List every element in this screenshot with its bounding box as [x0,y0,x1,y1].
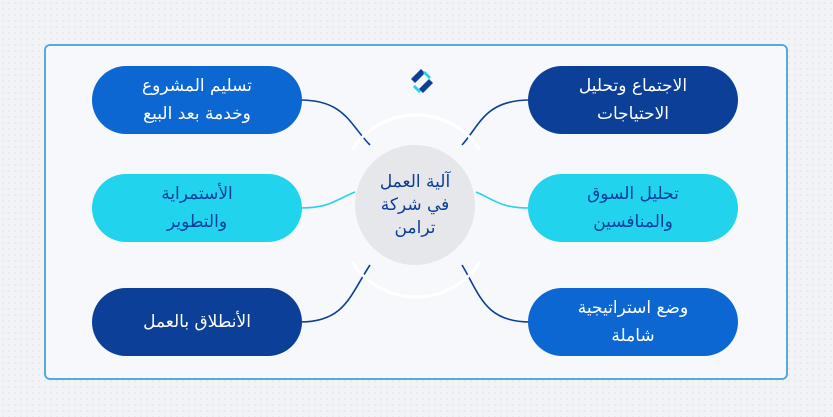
step-market-analysis: تحليل السوق والمنافسين [528,174,738,242]
step-continuity: الأستمراية والتطوير [92,174,302,242]
step-label: الأستمراية والتطوير [161,184,233,232]
step-label: الاجتماع وتحليل الاحتياجات [578,76,688,124]
step-label: الأنطلاق بالعمل [143,312,251,332]
step-launch: الأنطلاق بالعمل [92,288,302,356]
center-node: آلية العمل في شركة ترامن [355,145,475,265]
connector-right-2 [475,191,531,209]
step-label: تحليل السوق والمنافسين [587,184,679,232]
step-label: وضع استراتيجية شاملة [577,298,689,346]
step-strategy: وضع استراتيجية شاملة [528,288,738,356]
connector-left-3 [299,264,371,323]
step-label: تسليم المشروع وخدمة بعد البيع [141,76,252,124]
step-needs-analysis: الاجتماع وتحليل الاحتياجات [528,66,738,134]
connector-left-2 [299,191,356,209]
connector-right-3 [461,264,531,323]
step-delivery: تسليم المشروع وخدمة بعد البيع [92,66,302,134]
connector-left-1 [299,99,371,146]
tramen-logo-icon [405,65,441,101]
center-ring-bottom [350,261,482,299]
connector-right-1 [461,99,531,146]
center-ring-top [350,113,482,151]
center-title: آلية العمل في شركة ترامن [379,171,451,238]
